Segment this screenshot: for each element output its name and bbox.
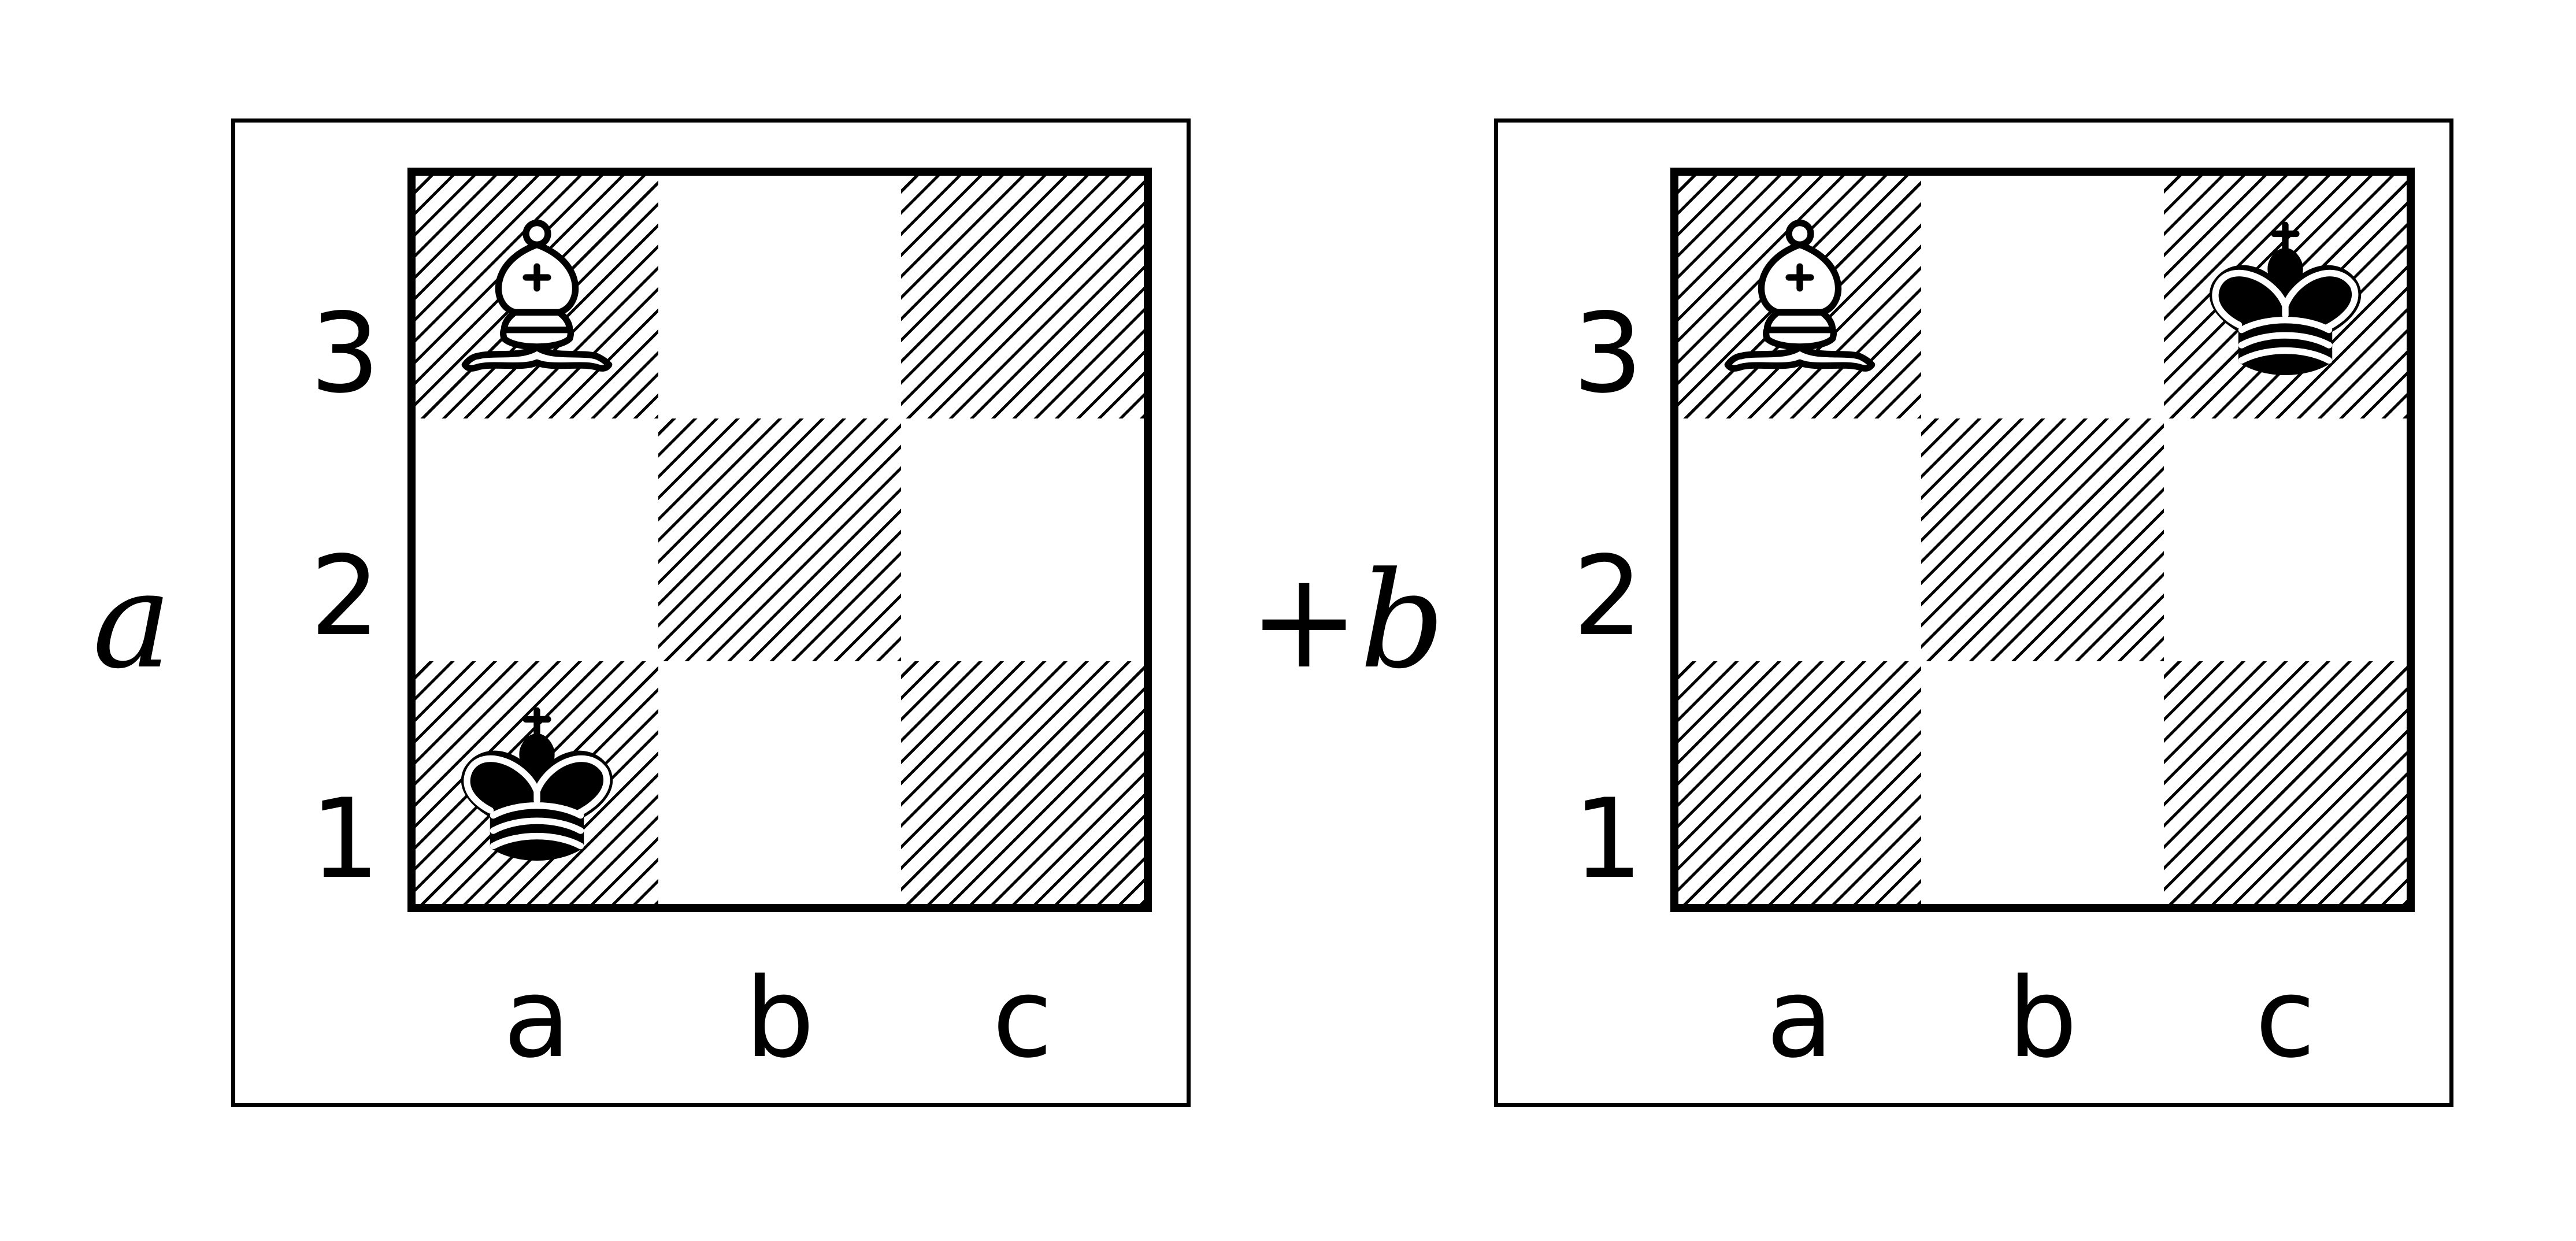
diagram-1-frame: 3 2 1 <box>231 118 1191 1107</box>
rank-label-2: 2 <box>310 532 380 660</box>
square-c1 <box>901 661 1144 904</box>
rank-label-1: 1 <box>1573 775 1643 903</box>
square-a2 <box>416 418 658 661</box>
rank-label-1: 1 <box>310 775 380 903</box>
square-c2 <box>2164 418 2407 661</box>
file-label-b: b <box>2007 954 2078 1082</box>
square-a3 <box>416 176 658 418</box>
square-a3 <box>1678 176 1921 418</box>
diagram-1-board <box>407 168 1152 912</box>
diagram-2-board <box>1670 168 2415 912</box>
square-b1 <box>1921 661 2164 904</box>
diagram-2-frame: 3 2 1 <box>1494 118 2453 1107</box>
rank-label-3: 3 <box>1573 290 1643 417</box>
square-c1 <box>2164 661 2407 904</box>
square-a1 <box>416 661 658 904</box>
square-b2 <box>658 418 901 661</box>
square-b3 <box>1921 176 2164 418</box>
square-b1 <box>658 661 901 904</box>
square-c2 <box>901 418 1144 661</box>
white-bishop-icon <box>439 199 635 395</box>
file-label-c: c <box>2255 954 2316 1082</box>
square-b3 <box>658 176 901 418</box>
file-label-c: c <box>992 954 1053 1082</box>
square-a1 <box>1678 661 1921 904</box>
square-a2 <box>1678 418 1921 661</box>
square-b2 <box>1921 418 2164 661</box>
white-bishop-icon <box>1702 199 1898 395</box>
black-king-icon <box>439 684 635 881</box>
square-c3 <box>901 176 1144 418</box>
file-label-a: a <box>1766 954 1834 1082</box>
rank-label-2: 2 <box>1573 532 1643 660</box>
coefficient-b: +b <box>1248 544 1445 698</box>
coefficient-a: a <box>92 544 172 698</box>
square-c3 <box>2164 176 2407 418</box>
file-label-b: b <box>744 954 815 1082</box>
file-label-a: a <box>503 954 571 1082</box>
black-king-icon <box>2187 199 2384 395</box>
rank-label-3: 3 <box>310 290 380 417</box>
